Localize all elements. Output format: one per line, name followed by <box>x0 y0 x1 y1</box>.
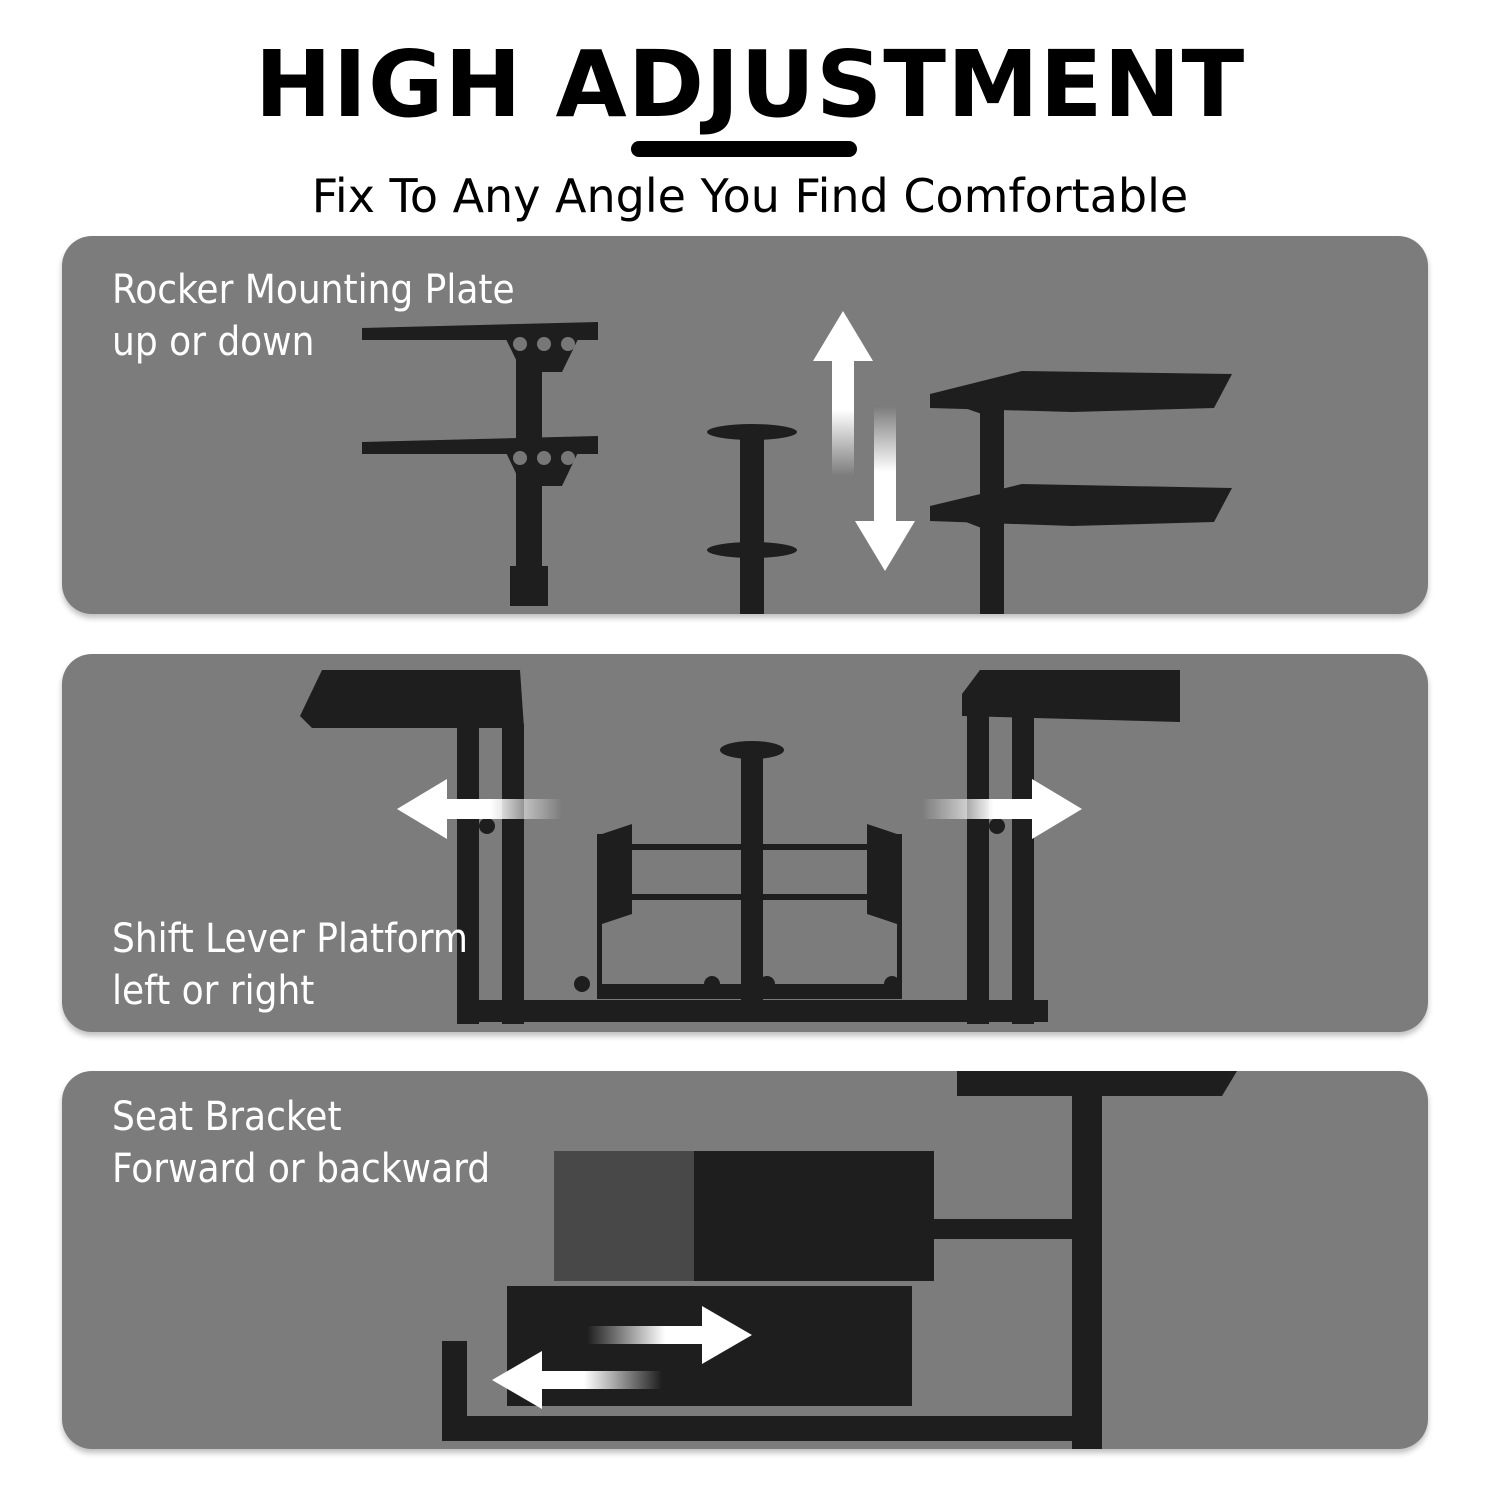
shift-lever-label-line-1: Shift Lever Platform <box>112 916 468 962</box>
seat-bracket-illustration <box>442 1071 1237 1449</box>
rocker-stand-left <box>362 322 598 606</box>
seat-frame <box>442 1071 1237 1449</box>
right-arrow-icon <box>587 1306 752 1364</box>
rocker-stand-right <box>930 371 1232 614</box>
shift-lever-panel: Shift Lever Platform left or right <box>62 654 1428 1032</box>
seat-bracket-label: Seat Bracket Forward or backward <box>112 1091 490 1195</box>
seat-bracket-label-line-1: Seat Bracket <box>112 1094 342 1140</box>
seat-bracket-panel: Seat Bracket Forward or backward <box>62 1071 1428 1449</box>
title-divider <box>631 141 857 157</box>
rocker-plate-label: Rocker Mounting Plate up or down <box>112 264 515 368</box>
rocker-mounting-plate-illustration <box>362 311 1232 614</box>
seat-bracket-label-line-2: Forward or backward <box>112 1146 491 1192</box>
center-post <box>707 424 797 614</box>
up-arrow-icon <box>813 311 873 476</box>
left-arrow-icon <box>492 1351 662 1409</box>
right-arrow-icon <box>922 779 1082 839</box>
shift-lever-platform-illustration <box>300 670 1180 1024</box>
shift-frame <box>300 670 1180 1024</box>
down-arrow-icon <box>855 406 915 571</box>
left-arrow-icon <box>397 779 562 839</box>
page-title: HIGH ADJUSTMENT <box>254 31 1246 138</box>
page-subtitle: Fix To Any Angle You Find Comfortable <box>311 169 1189 223</box>
rocker-plate-label-line-2: up or down <box>112 319 315 365</box>
shift-lever-label-line-2: left or right <box>112 968 315 1014</box>
rocker-plate-label-line-1: Rocker Mounting Plate <box>112 267 515 313</box>
shift-lever-label: Shift Lever Platform left or right <box>112 913 468 1017</box>
rocker-plate-panel: Rocker Mounting Plate up or down <box>62 236 1428 614</box>
